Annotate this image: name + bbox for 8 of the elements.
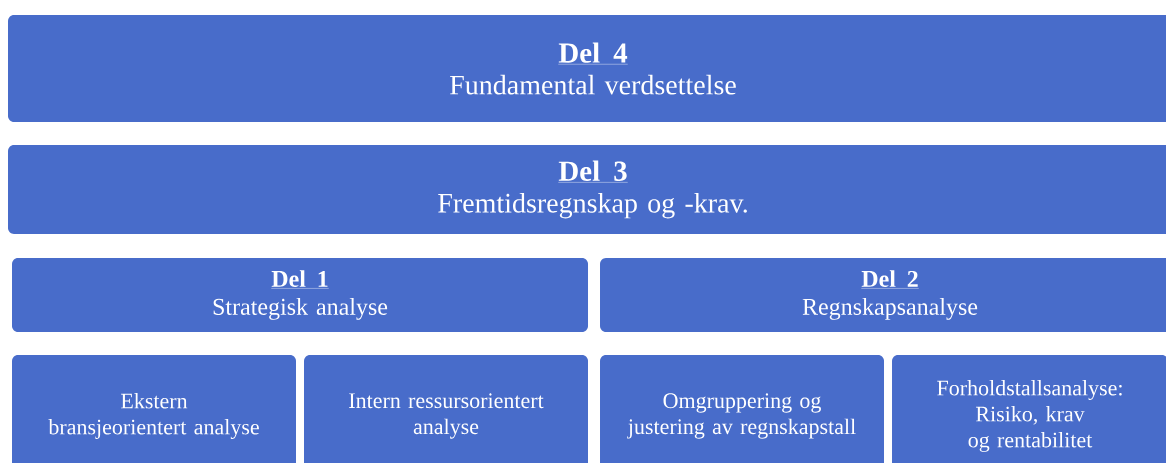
section-box: Del 1 Strategisk analyse	[12, 258, 588, 332]
section-box: Del 4 Fundamental verdsettelse	[8, 15, 1166, 122]
topic-box: Forholdstallsanalyse: Risiko, krav og rentabilitet	[892, 355, 1166, 463]
section-box: Del 2 Regnskapsanalyse	[600, 258, 1166, 332]
section-box: Del 3 Fremtidsregnskap og -krav.	[8, 145, 1166, 234]
topic-box: Intern ressursorientert analyse	[304, 355, 588, 463]
topic-box: Ekstern bransjeorientert analyse	[12, 355, 296, 463]
topic-box: Omgruppering og justering av regnskapstall	[600, 355, 884, 463]
